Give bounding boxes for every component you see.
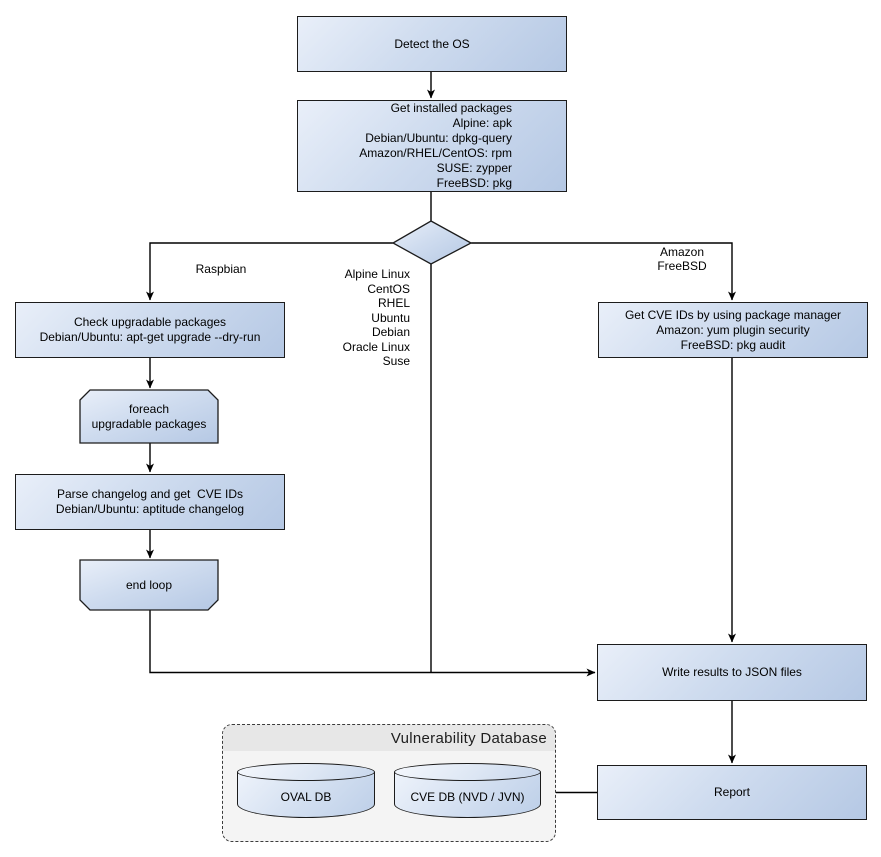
node-line: Amazon/RHEL/CentOS: rpm	[359, 146, 512, 160]
node-line: Get CVE IDs by using package manager	[624, 307, 842, 322]
node-line: Report	[713, 785, 751, 799]
node-get-cve-ids: Get CVE IDs by using package manager Ama…	[598, 302, 868, 358]
node-line: Alpine: apk	[452, 116, 512, 130]
node-line: Write results to JSON files	[662, 665, 802, 679]
cylinder-top	[237, 763, 375, 781]
node-line: Get installed packages	[390, 101, 512, 115]
edge-label-line: FreeBSD	[657, 259, 707, 273]
node-line: SUSE: zypper	[436, 161, 512, 175]
end-loop-shape	[79, 559, 219, 611]
oval-db-cylinder: OVAL DB	[237, 763, 375, 818]
node-line: end loop	[125, 577, 173, 592]
edge-label-line: Alpine Linux	[344, 267, 410, 281]
edge-diamond-to-checkupgradable	[146, 242, 393, 301]
node-line: Debian/Ubuntu: aptitude changelog	[55, 502, 245, 516]
node-detect-os-label: Detect the OS	[394, 36, 470, 51]
edge-label-line: Ubuntu	[371, 310, 410, 325]
edge-label-os-list: Alpine Linux CentOS RHEL Ubuntu Debian O…	[295, 267, 410, 369]
node-line: foreach	[128, 401, 170, 416]
node-parse-changelog: Parse changelog and get CVE IDs Debian/U…	[15, 474, 285, 530]
vulnerability-database-title: Vulnerability Database	[223, 725, 555, 751]
node-write-results: Write results to JSON files	[597, 644, 867, 701]
edge-label-line: RHEL	[377, 296, 410, 310]
node-report: Report	[597, 765, 867, 820]
node-line: Parse changelog and get CVE IDs	[56, 487, 244, 501]
node-check-upgradable: Check upgradable packages Debian/Ubuntu:…	[15, 302, 285, 358]
cve-db-cylinder: CVE DB (NVD / JVN)	[394, 763, 541, 818]
edge-label-raspbian: Raspbian	[195, 262, 247, 276]
node-detect-os: Detect the OS	[297, 16, 567, 72]
edge-label-line: Debian	[371, 325, 410, 339]
cylinder-top	[394, 763, 541, 781]
node-foreach-label: foreach upgradable packages	[80, 390, 218, 443]
edge-label-line: Amazon	[659, 245, 705, 259]
node-line: Check upgradable packages	[73, 315, 227, 329]
edge-label-amazon-freebsd: Amazon FreeBSD	[632, 245, 732, 273]
node-line: FreeBSD: pkg	[436, 176, 512, 190]
node-line: upgradable packages	[91, 416, 207, 431]
node-get-installed-packages: Get installed packages Alpine: apk Debia…	[297, 100, 567, 192]
node-line: Debian/Ubuntu: apt-get upgrade --dry-run	[39, 330, 261, 344]
os-decision-diamond	[391, 220, 473, 265]
foreach-loop-shape	[79, 389, 219, 444]
node-line: Amazon: yum plugin security	[656, 322, 810, 337]
edge-diamond-to-getcveids	[471, 242, 736, 301]
cve-db-label: CVE DB (NVD / JVN)	[410, 789, 525, 804]
edge-label-line: Suse	[382, 354, 410, 368]
node-end-loop-label: end loop	[80, 560, 218, 610]
edge-endloop-to-writeresults	[149, 610, 596, 677]
node-line: Debian/Ubuntu: dpkg-query	[365, 131, 512, 145]
edge-label-line: Oracle Linux	[342, 339, 410, 354]
oval-db-label: OVAL DB	[280, 789, 332, 804]
node-line: FreeBSD: pkg audit	[680, 337, 786, 352]
edge-label-line: CentOS	[367, 281, 410, 296]
